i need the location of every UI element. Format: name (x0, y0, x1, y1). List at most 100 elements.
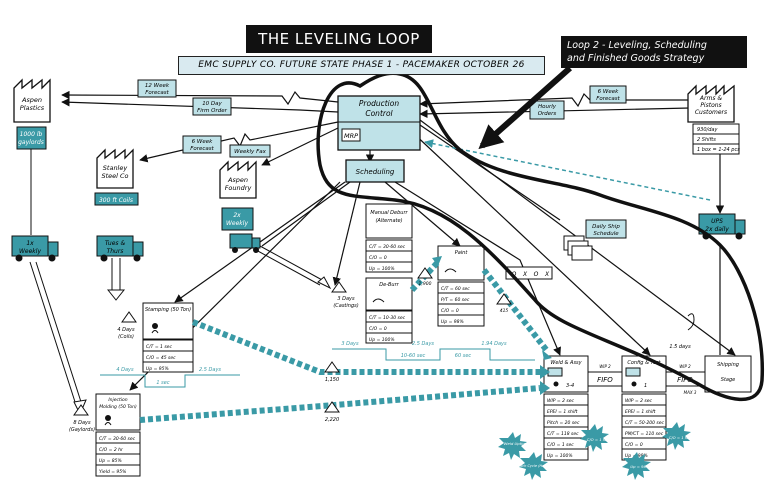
svg-text:2x daily: 2x daily (705, 226, 729, 233)
svg-text:1x: 1x (26, 240, 34, 247)
push-arrow-heads (432, 256, 552, 395)
svg-text:Steel Co: Steel Co (101, 172, 128, 180)
svg-text:Weld & Assy: Weld & Assy (550, 360, 582, 366)
svg-text:Shipping: Shipping (717, 362, 739, 368)
callout-arrow (478, 65, 572, 150)
production-control-box: Production Control MRP (337, 95, 421, 151)
svg-text:Up = 85%: Up = 85% (99, 458, 122, 464)
svg-text:C/T = 30-60 sec: C/T = 30-60 sec (369, 244, 406, 250)
plastics-lot-box: 1000 lb gaylords (16, 126, 47, 150)
svg-text:Injection: Injection (108, 397, 127, 403)
svg-text:Forecast: Forecast (145, 90, 169, 96)
svg-text:4 Days: 4 Days (117, 327, 135, 333)
svg-text:PM/CT = 110 sec: PM/CT = 110 sec (625, 431, 664, 437)
svg-text:EPEI = 1 shift: EPEI = 1 shift (625, 409, 656, 415)
svg-text:2.5 Days: 2.5 Days (199, 367, 221, 373)
svg-text:Up = 100%: Up = 100% (547, 453, 573, 459)
svg-text:WIP = 2 sec: WIP = 2 sec (625, 398, 653, 404)
svg-text:WIP 2: WIP 2 (599, 364, 611, 369)
timeline-bottom-labels: 4 Days 1 sec 2.5 Days (116, 367, 221, 386)
svg-text:C/O = 45 sec: C/O = 45 sec (146, 355, 176, 361)
svg-text:1 sec: 1 sec (156, 380, 169, 386)
svg-text:C/T = 50-200 sec: C/T = 50-200 sec (625, 420, 665, 426)
supplier-stanley-steel: Stanley Steel Co (96, 148, 134, 189)
svg-text:C/O = 0: C/O = 0 (625, 442, 643, 448)
truck-customer: UPS 2x daily (698, 213, 746, 240)
label-6-week-forecast: 6 Week Forecast (182, 135, 222, 154)
svg-text:1.94 Days: 1.94 Days (481, 341, 507, 347)
schedule-cards-icon (563, 235, 593, 261)
svg-text:10 Day: 10 Day (202, 101, 222, 107)
svg-text:UPS: UPS (711, 218, 723, 225)
svg-text:C/T = 10-30 sec: C/T = 10-30 sec (369, 315, 406, 321)
coils-box: 300 ft Coils (94, 192, 139, 206)
loop-callout: Loop 2 - Leveling, Scheduling and Finish… (561, 36, 747, 68)
svg-text:10-60 sec: 10-60 sec (401, 353, 426, 359)
svg-text:1000 lb: 1000 lb (20, 131, 43, 138)
svg-text:1 box = 1-24 pcs: 1 box = 1-24 pcs (697, 147, 740, 153)
svg-text:Daily Ship: Daily Ship (592, 224, 620, 230)
svg-text:Arms &: Arms & (699, 95, 722, 102)
inventory-gaylords: 8 Days (Gaylords) (69, 404, 95, 433)
svg-text:1,900: 1,900 (419, 281, 432, 287)
truck-foundry (229, 233, 261, 253)
kaizen-burst-2: C/O = 1 sec (580, 424, 610, 452)
svg-text:Yield = 95%: Yield = 95% (99, 469, 126, 475)
svg-text:Scheduling: Scheduling (356, 168, 395, 176)
process-paint: Paint C/T = 60 sec P/T = 60 sec C/O = 0 … (437, 245, 485, 327)
svg-text:C/T = 1 sec: C/T = 1 sec (146, 344, 172, 350)
svg-text:60 sec: 60 sec (455, 353, 472, 359)
daily-ship-signal-line (424, 139, 711, 201)
svg-text:Stamping (50 Ton): Stamping (50 Ton) (145, 307, 191, 313)
foundry-weekly-box: 2x Weekly (221, 207, 254, 231)
timeline-bottom (100, 374, 240, 388)
svg-text:O: O (534, 271, 539, 278)
process-config-test: Config & Test 1 WIP = 2 sec EPEI = 1 shi… (621, 355, 667, 461)
process-deburr: De-Burr C/T = 10-30 sec C/O = 0 Up = 100… (365, 277, 413, 344)
svg-text:Foundry: Foundry (225, 184, 252, 192)
svg-text:De-Burr: De-Burr (379, 282, 399, 288)
svg-text:Firm Order: Firm Order (197, 108, 228, 114)
svg-text:C/O = 0: C/O = 0 (369, 326, 387, 332)
svg-text:415: 415 (500, 308, 509, 314)
heijunka-box: O X O X (505, 266, 553, 280)
svg-text:EPEI = 1 shift: EPEI = 1 shift (547, 409, 578, 415)
svg-text:6 Week: 6 Week (192, 139, 213, 145)
svg-text:FIFO: FIFO (677, 376, 693, 384)
diagram-subtitle: EMC SUPPLY CO. FUTURE STATE PHASE 1 - PA… (178, 56, 545, 75)
svg-text:Weekly Fax: Weekly Fax (234, 149, 266, 155)
inventory-coils: 4 Days (Coils) (117, 311, 137, 340)
svg-text:Aspen: Aspen (227, 176, 248, 184)
svg-text:Forecast: Forecast (596, 96, 620, 102)
svg-text:Pitch = 20 sec: Pitch = 20 sec (547, 420, 580, 426)
label-hourly-orders: Hourly Orders (529, 100, 565, 120)
svg-text:MAX 3: MAX 3 (684, 390, 697, 395)
svg-text:Paint: Paint (455, 250, 469, 256)
inventory-deburr-buffer: 1,900 (417, 267, 433, 287)
diagram-title: THE LEVELING LOOP (246, 25, 432, 53)
svg-text:Up = 100%: Up = 100% (369, 266, 395, 272)
svg-text:Weekly: Weekly (226, 220, 248, 227)
svg-text:3 Days: 3 Days (337, 296, 355, 302)
svg-text:Forecast: Forecast (190, 146, 214, 152)
label-10-day-firm-order: 10 Day Firm Order (192, 97, 232, 116)
kaizen-burst-5: Up = 98% (622, 452, 651, 480)
kaizen-burst-3: Pitch Cycle (Heijunka) (518, 452, 557, 480)
inventory-castings: 3 Days (Castings) (331, 281, 359, 309)
supplier-aspen-foundry: Aspen Foundry (219, 160, 257, 199)
svg-text:C/T = 60 sec: C/T = 60 sec (441, 286, 470, 292)
svg-text:Thurs: Thurs (107, 248, 124, 255)
customer-factory: Arms & Pistons Customers (687, 84, 735, 123)
loop-callout-line: and Finished Goods Strategy (567, 53, 705, 64)
supplier-name: Aspen (21, 96, 42, 104)
svg-text:FIFO: FIFO (597, 376, 613, 384)
inventory-stamp-buffer: 1,150 (324, 361, 340, 383)
svg-text:Manual Deburr: Manual Deburr (370, 210, 408, 216)
svg-text:Tues &: Tues & (105, 240, 126, 247)
svg-text:Up = 95%: Up = 95% (146, 366, 169, 372)
svg-text:Pistons: Pistons (700, 102, 721, 109)
svg-text:WIP = 2 sec: WIP = 2 sec (547, 398, 575, 404)
svg-text:Hourly: Hourly (538, 104, 557, 110)
svg-text:6 Week: 6 Week (598, 89, 619, 95)
